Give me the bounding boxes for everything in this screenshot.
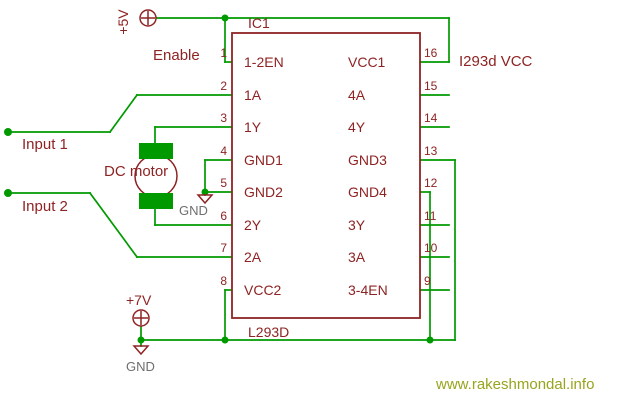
pin-name-3a: 3A (348, 249, 366, 265)
pin-number-6: 6 (220, 209, 227, 223)
pin-number-12: 12 (424, 176, 438, 190)
pin-number-5: 5 (220, 176, 227, 190)
pin-number-3: 3 (220, 111, 227, 125)
motor-label: DC motor (104, 163, 168, 180)
pin-number-1: 1 (220, 46, 227, 60)
supply-7v-symbol: +7V (126, 292, 152, 327)
pin-number-16: 16 (424, 46, 438, 60)
input1-port-dot (4, 128, 12, 136)
ic-part-number: L293D (248, 324, 289, 340)
pin-number-11: 11 (424, 209, 437, 223)
pin-number-7: 7 (220, 241, 227, 255)
pin-name-gnd3: GND3 (348, 152, 387, 168)
pin-name-4a: 4A (348, 87, 366, 103)
pin-number-13: 13 (424, 144, 438, 158)
gnd-symbol-motor: GND (179, 194, 214, 218)
junction-dot-gnd12-rail (426, 336, 434, 344)
pin-number-10: 10 (424, 241, 438, 255)
pin-number-2: 2 (220, 79, 227, 93)
input1-label: Input 1 (22, 136, 68, 153)
gnd-bottom-label: GND (126, 359, 155, 374)
motor-terminal-top (139, 143, 173, 159)
junction-dot-bottom-left (137, 336, 145, 344)
junction-dot-gnd-motor (201, 188, 209, 196)
junction-dots (4, 14, 434, 344)
vcc-note-label: I293d VCC (459, 53, 533, 70)
pin-name-vcc1: VCC1 (348, 54, 386, 70)
wire-input2-diagonal (88, 191, 139, 259)
pin-name-3-4en: 3-4EN (348, 282, 388, 298)
wire-input1-diagonal (108, 93, 139, 134)
gnd-motor-triangle-icon (196, 194, 214, 205)
pin-number-9: 9 (424, 274, 431, 288)
pin-name-1a: 1A (244, 87, 262, 103)
junction-dot-pin8-rail (221, 336, 229, 344)
pin-name-gnd4: GND4 (348, 184, 387, 200)
pin-name-3y: 3Y (348, 217, 366, 233)
gnd-motor-label: GND (179, 203, 208, 218)
supply-5v-label: +5V (115, 9, 131, 35)
ic-left-pins: 1 1-2EN 2 1A 3 1Y 4 GND1 5 GND2 6 2Y 7 2… (220, 46, 283, 298)
pin-name-2y: 2Y (244, 217, 262, 233)
pin-name-gnd2: GND2 (244, 184, 283, 200)
input2-port-dot (4, 189, 12, 197)
ic-body (231, 32, 421, 319)
pin-name-4y: 4Y (348, 119, 366, 135)
pin-name-gnd1: GND1 (244, 152, 283, 168)
motor-terminal-bottom (139, 193, 173, 209)
dc-motor-symbol: DC motor (104, 143, 178, 209)
supply-7v-label: +7V (126, 292, 152, 308)
wires (7, 17, 456, 347)
ic-right-pins: 16 VCC1 15 4A 14 4Y 13 GND3 12 GND4 11 3… (348, 46, 438, 298)
ic-designator: IC1 (248, 15, 270, 31)
pin-name-1y: 1Y (244, 119, 262, 135)
pin-name-1-2en: 1-2EN (244, 54, 284, 70)
pin-number-15: 15 (424, 79, 438, 93)
enable-label: Enable (153, 47, 200, 64)
pin-number-4: 4 (220, 144, 227, 158)
pin-name-2a: 2A (244, 249, 262, 265)
junction-dot-top (221, 14, 229, 22)
pin-number-8: 8 (220, 274, 227, 288)
pin-number-14: 14 (424, 111, 438, 125)
gnd-symbol-bottom: GND (126, 345, 155, 374)
gnd-bottom-triangle-icon (132, 345, 150, 356)
pin-name-vcc2: VCC2 (244, 282, 282, 298)
supply-5v-symbol: +5V (115, 9, 157, 35)
input2-label: Input 2 (22, 198, 68, 215)
website-watermark: www.rakeshmondal.info (435, 376, 594, 393)
